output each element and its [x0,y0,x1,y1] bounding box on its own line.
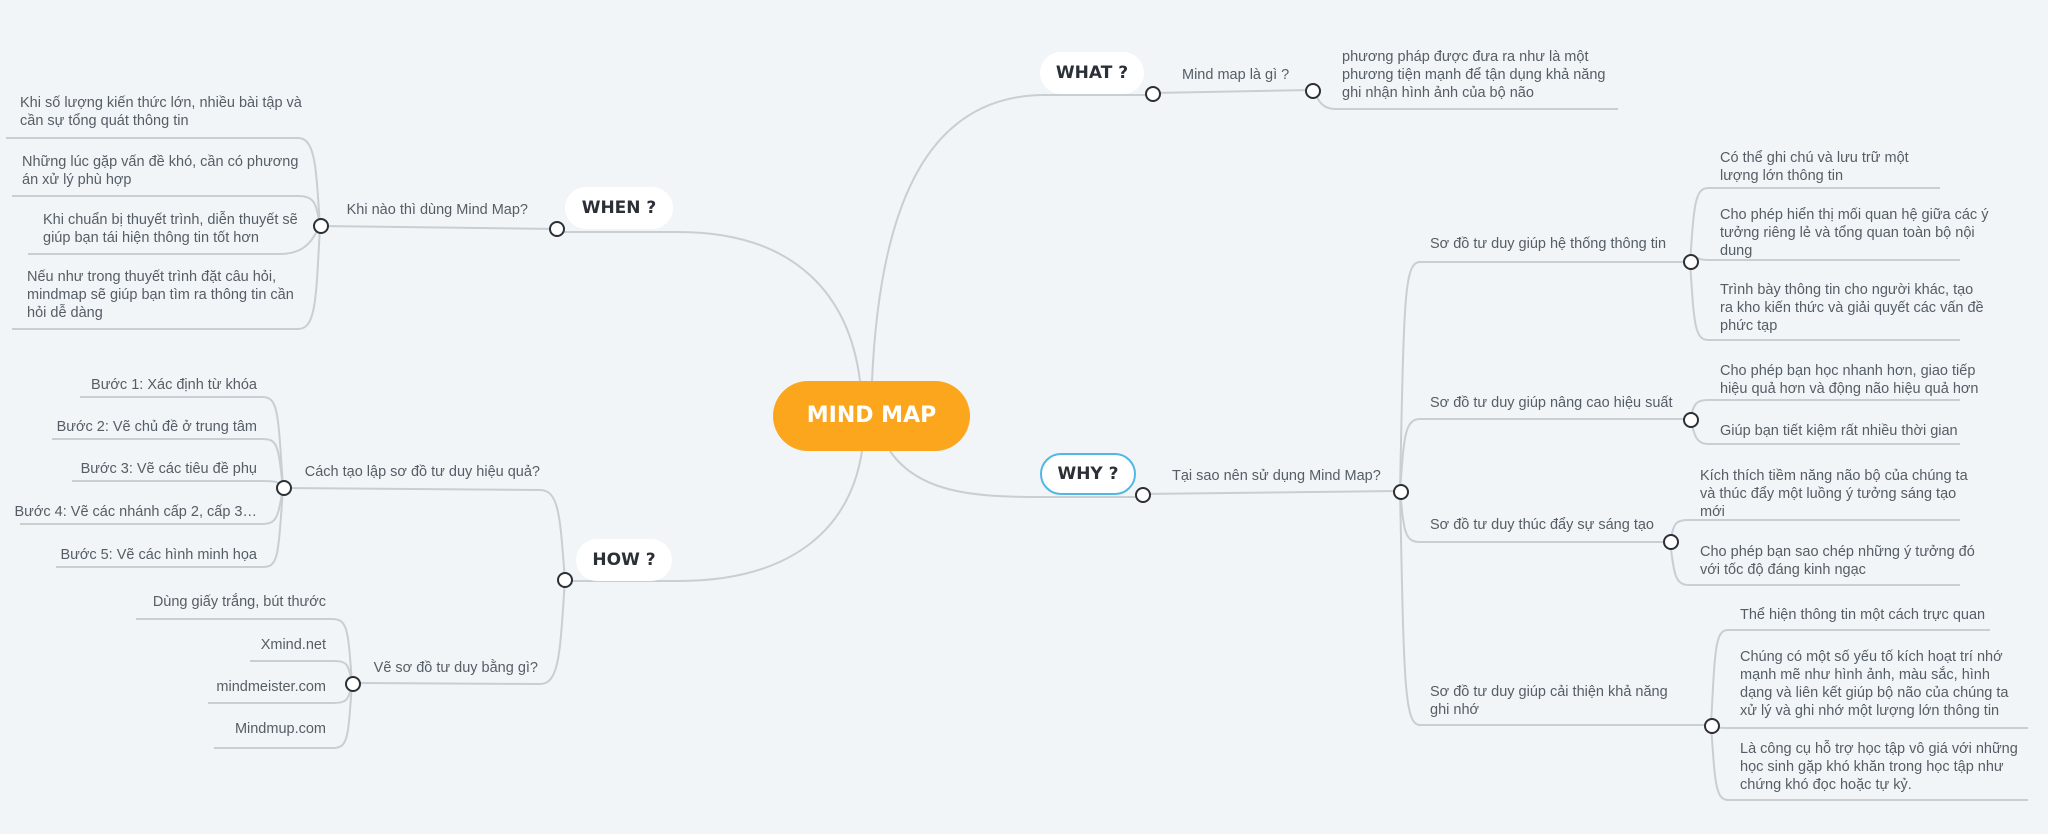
topic-why[interactable]: WHY ? [1040,453,1136,495]
link-why-r3-item-1 [1669,519,1960,543]
collapse-knob-when-question[interactable] [313,218,329,234]
link-why-r1-item-3 [1689,261,1960,341]
why-r1-item-2[interactable]: Cho phép hiển thị mối quan hệ giữa các ý… [1720,207,1989,259]
topic-what[interactable]: WHAT ? [1040,52,1144,94]
link-what-question [1152,89,1313,94]
link-center-why [889,450,1142,498]
why-reason-3[interactable]: Sơ đồ tư duy thúc đẩy sự sáng tạo [1430,517,1654,533]
link-why-r1-item-1 [1689,187,1940,263]
link-why-question [1142,490,1401,495]
collapse-knob-how-tools[interactable] [345,676,361,692]
link-how-step-2 [52,438,284,489]
collapse-knob-why[interactable] [1135,487,1151,503]
how-tool-4[interactable]: Mindmup.com [234,721,326,737]
link-when-item-1 [6,137,321,227]
link-how-tool-4 [214,682,353,749]
why-r2-item-2[interactable]: Giúp bạn tiết kiệm rất nhiều thời gian [1720,423,1958,439]
why-r4-item-1[interactable]: Thể hiện thông tin một cách trực quan [1740,607,1986,623]
why-reason-2[interactable]: Sơ đồ tư duy giúp nâng cao hiệu suất [1430,395,1673,411]
how-tool-2[interactable]: Xmind.net [260,637,326,653]
what-question[interactable]: Mind map là gì ? [1182,67,1290,83]
when-item-3[interactable]: Khi chuẩn bị thuyết trình, diễn thuyết s… [43,212,298,246]
link-when-question [319,225,558,230]
link-why-reason-2 [1399,418,1690,492]
collapse-knob-what-question[interactable] [1305,83,1321,99]
collapse-knob-why-reason-1[interactable] [1683,254,1699,270]
collapse-knob-how[interactable] [557,572,573,588]
collapse-knob-why-reason-4[interactable] [1704,718,1720,734]
how-step-4[interactable]: Bước 4: Vẽ các nhánh cấp 2, cấp 3… [14,504,258,520]
when-item-1[interactable]: Khi số lượng kiến thức lớn, nhiều bài tậ… [20,95,302,129]
topic-how[interactable]: HOW ? [576,539,672,581]
why-r4-item-2[interactable]: Chúng có một số yếu tố kích hoạt trí nhớ… [1740,649,2009,719]
why-reason-1[interactable]: Sơ đồ tư duy giúp hệ thống thông tin [1430,236,1667,252]
link-why-r4-item-1 [1710,629,1990,726]
how-steps-question[interactable]: Cách tạo lập sơ đồ tư duy hiệu quả? [304,464,540,480]
how-tools-question[interactable]: Vẽ sơ đồ tư duy bằng gì? [373,660,538,676]
link-how-tool-1 [136,618,353,684]
why-r1-item-3[interactable]: Trình bày thông tin cho người khác, tạo … [1720,282,1984,334]
link-how-step-1 [80,396,284,489]
topic-when[interactable]: WHEN ? [565,187,673,229]
link-how-steps [282,487,566,581]
link-why-r4-item-2 [1710,724,2028,729]
how-tool-3[interactable]: mindmeister.com [216,679,326,695]
why-r3-item-1[interactable]: Kích thích tiềm năng não bộ của chúng ta… [1700,468,1968,520]
central-topic[interactable]: MIND MAP [773,381,970,451]
link-why-reason-1 [1399,261,1690,492]
link-how-step-5 [56,487,284,568]
link-center-what [871,94,1152,382]
why-r4-item-3[interactable]: Là công cụ hỗ trợ học tập vô giá với nhữ… [1740,741,2018,793]
link-why-r4-item-3 [1710,724,2028,801]
what-answer[interactable]: phương pháp được đưa ra như là một phươn… [1342,49,1606,101]
link-center-when [557,231,861,382]
collapse-knob-why-reason-2[interactable] [1683,412,1699,428]
collapse-knob-why-question[interactable] [1393,484,1409,500]
link-how-step-3 [72,480,284,489]
when-question[interactable]: Khi nào thì dùng Mind Map? [346,202,528,218]
how-tool-1[interactable]: Dùng giấy trắng, bút thước [152,594,326,610]
why-r2-item-1[interactable]: Cho phép bạn học nhanh hơn, giao tiếp hi… [1720,363,1979,397]
link-why-reason-4 [1399,490,1711,726]
why-r1-item-1[interactable]: Có thể ghi chú và lưu trữ một lượng lớn … [1720,150,1909,184]
link-center-how [565,450,863,582]
link-how-tools [351,579,566,686]
why-r3-item-2[interactable]: Cho phép bạn sao chép những ý tưởng đó v… [1700,544,1975,578]
how-step-5[interactable]: Bước 5: Vẽ các hình minh họa [60,547,257,563]
collapse-knob-when[interactable] [549,221,565,237]
how-step-3[interactable]: Bước 3: Vẽ các tiêu đề phụ [80,461,257,477]
link-why-r3-item-2 [1669,541,1960,586]
collapse-knob-how-steps[interactable] [276,480,292,496]
link-why-r2-item-1 [1689,399,1960,420]
collapse-knob-why-reason-3[interactable] [1663,534,1679,550]
how-step-1[interactable]: Bước 1: Xác định từ khóa [91,377,257,393]
when-item-4[interactable]: Nếu như trong thuyết trình đặt câu hỏi, … [27,269,294,321]
link-when-item-4 [12,225,321,330]
when-item-2[interactable]: Những lúc gặp vấn đề khó, cần có phương … [22,154,299,188]
why-question[interactable]: Tại sao nên sử dụng Mind Map? [1172,468,1381,484]
collapse-knob-what[interactable] [1145,86,1161,102]
how-step-2[interactable]: Bước 2: Vẽ chủ đề ở trung tâm [56,419,257,435]
why-reason-4[interactable]: Sơ đồ tư duy giúp cải thiện khả năng ghi… [1430,684,1668,718]
